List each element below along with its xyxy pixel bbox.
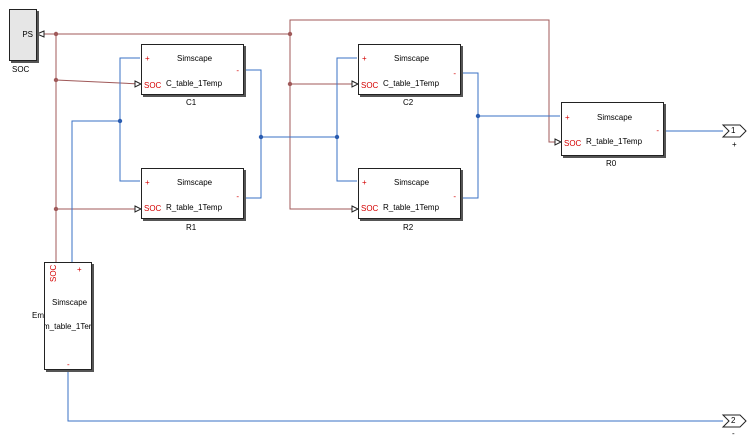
arrow-ps-in [35, 30, 45, 38]
wire-r2-minus[interactable] [461, 116, 479, 199]
arrow-r1-soc [134, 205, 143, 213]
c2-plus-port: + [362, 54, 367, 63]
wire-node-to-c1-plus[interactable] [119, 57, 140, 121]
r2-block-name: R2 [403, 223, 414, 232]
c2-block-name: C2 [403, 98, 414, 107]
physical-lines [67, 57, 723, 422]
c1-title: Simscape [177, 54, 213, 63]
soc-line-to-c1[interactable] [55, 34, 141, 85]
r0-block[interactable]: + - Simscape SOC R_table_1Temp [561, 102, 664, 156]
wire-node-to-r1-plus[interactable] [119, 121, 140, 182]
c1-table: C_table_1Temp [166, 79, 223, 88]
em-soc-port: SOC [49, 264, 58, 282]
wire-c1-minus[interactable] [244, 69, 262, 137]
junction-phys-1 [117, 118, 123, 124]
c2-title: Simscape [394, 54, 430, 63]
r2-plus-port: + [362, 178, 367, 187]
em-plus-port: + [77, 265, 82, 274]
port-shapes [721, 124, 747, 428]
ps-block-name: SOC [12, 65, 30, 74]
r0-minus-port: - [656, 126, 659, 135]
soc-line-to-r2[interactable] [289, 84, 357, 210]
port-2-number: 2 [731, 416, 736, 425]
junction-phys-2 [258, 134, 264, 140]
port-2-shape[interactable] [721, 414, 747, 428]
junction-phys-3 [334, 134, 340, 140]
junction-soc-2 [53, 77, 59, 83]
soc-signal-lines [44, 19, 556, 262]
arrow-c2-soc [351, 80, 360, 88]
ps-port-label: PS [22, 30, 33, 39]
em-table: m_table_1Ter [44, 322, 92, 331]
r2-block[interactable]: + - Simscape SOC R_table_1Temp [358, 168, 461, 219]
c2-block[interactable]: + - Simscape SOC C_table_1Temp [358, 44, 461, 95]
r1-table: R_table_1Temp [166, 203, 223, 212]
wire-mid-to-r2[interactable] [336, 137, 357, 182]
em-block[interactable]: SOC + Simscape m_table_1Ter - [44, 262, 92, 370]
r2-soc-port: SOC [361, 204, 379, 213]
wire-mid-to-c2[interactable] [261, 57, 357, 138]
junction-soc-3 [53, 206, 59, 212]
arrow-r0-soc [554, 138, 563, 146]
wire-r1-minus[interactable] [244, 137, 262, 199]
c2-minus-port: - [453, 69, 456, 78]
r1-plus-port: + [145, 178, 150, 187]
r2-title: Simscape [394, 178, 430, 187]
r1-block-name: R1 [186, 223, 197, 232]
wire-c2-minus[interactable] [461, 72, 479, 116]
em-title: Simscape [52, 298, 88, 307]
r0-soc-port: SOC [564, 139, 582, 148]
soc-line-to-c2[interactable] [289, 34, 357, 85]
port-2-sign: - [732, 429, 735, 438]
soc-line-top[interactable] [56, 19, 556, 143]
c1-plus-port: + [145, 54, 150, 63]
r0-table: R_table_1Temp [586, 137, 643, 146]
r1-soc-port: SOC [144, 204, 162, 213]
port-1-shape[interactable] [721, 124, 747, 138]
c1-block[interactable]: + - Simscape SOC C_table_1Temp [141, 44, 244, 95]
port-1-number: 1 [731, 126, 736, 135]
arrow-r2-soc [351, 205, 360, 213]
junction-soc-4 [287, 31, 293, 37]
r0-plus-port: + [565, 113, 570, 122]
junction-soc-5 [287, 81, 293, 87]
port-1-sign: + [732, 140, 737, 149]
r0-block-name: R0 [606, 159, 617, 168]
em-block-name: Em [32, 311, 44, 320]
input-arrows [35, 30, 563, 213]
r1-minus-port: - [236, 192, 239, 201]
em-minus-port: - [67, 360, 70, 369]
r1-block[interactable]: + - Simscape SOC R_table_1Temp [141, 168, 244, 219]
r0-title: Simscape [597, 113, 633, 122]
r2-table: R_table_1Temp [383, 203, 440, 212]
junction-soc-1 [53, 31, 59, 37]
wire-em-minus-to-port2[interactable] [67, 370, 723, 422]
c1-soc-port: SOC [144, 81, 162, 90]
junction-phys-4 [475, 113, 481, 119]
c2-table: C_table_1Temp [383, 79, 440, 88]
soc-line-to-r1[interactable] [55, 80, 140, 210]
c1-block-name: C1 [186, 98, 197, 107]
c2-soc-port: SOC [361, 81, 379, 90]
r2-minus-port: - [453, 192, 456, 201]
r1-title: Simscape [177, 178, 213, 187]
junctions [53, 31, 481, 212]
ps-soc-block[interactable]: PS [9, 9, 37, 61]
arrow-c1-soc [134, 80, 143, 88]
c1-minus-port: - [236, 66, 239, 75]
wire-em-plus-to-node[interactable] [71, 120, 120, 262]
